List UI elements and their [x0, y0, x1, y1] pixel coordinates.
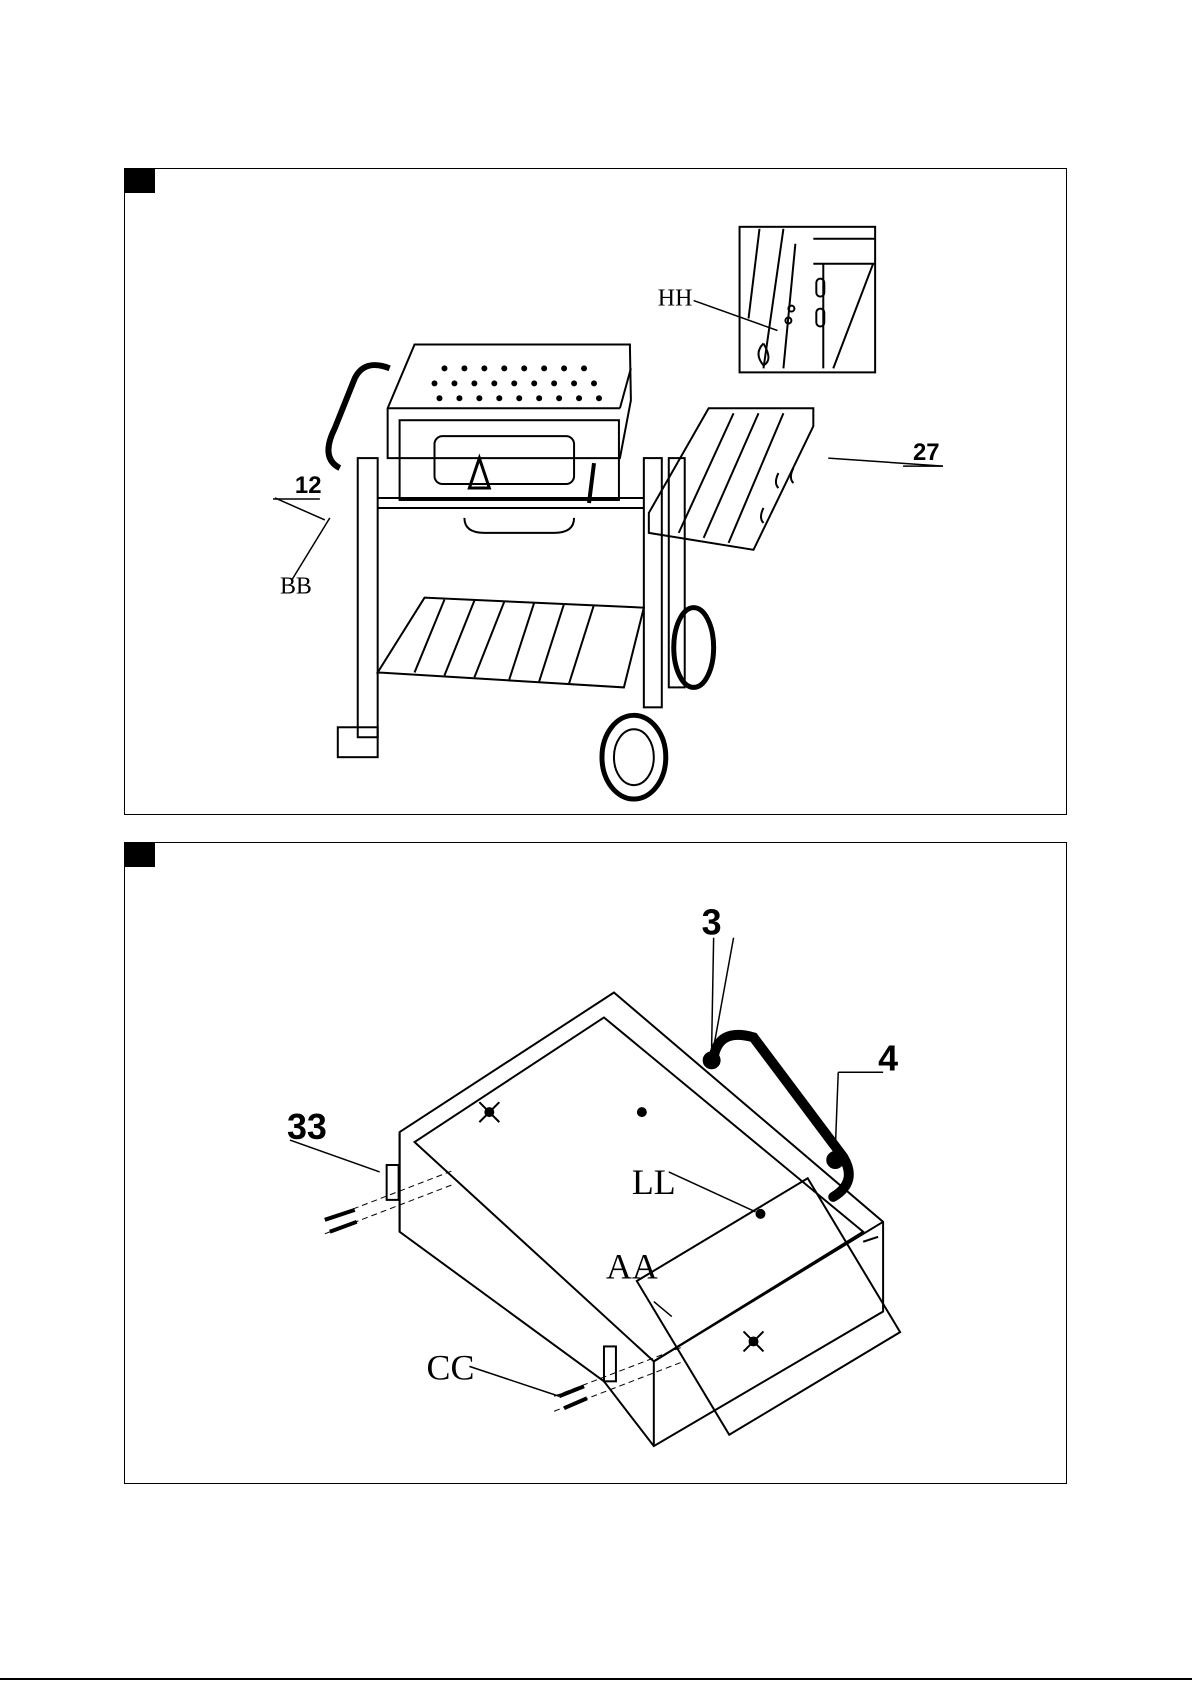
label-cc: CC [427, 1347, 475, 1387]
detail-inset-hh [740, 227, 876, 373]
handle-part-4 [714, 1035, 849, 1197]
assembly-step-2-panel: 3 4 33 LL AA CC [124, 842, 1067, 1484]
label-part-33: 33 [287, 1107, 327, 1147]
page-bottom-rule [0, 1678, 1192, 1680]
label-aa: AA [606, 1247, 658, 1287]
grate-holes [432, 365, 602, 401]
alignment-lines [325, 1170, 684, 1411]
label-part-4: 4 [878, 1038, 898, 1078]
bracket-part-33-upper [387, 1165, 399, 1200]
label-part-12: 12 [295, 472, 322, 499]
cart-frame [338, 458, 685, 757]
label-ll: LL [632, 1162, 676, 1202]
grill-cart-drawing: HH 12 BB 27 [125, 169, 1066, 814]
cart-wheels [602, 608, 714, 799]
label-bb: BB [280, 574, 312, 600]
label-part-27: 27 [913, 439, 940, 466]
side-shelf-27 [649, 408, 813, 550]
firebox-tray [400, 993, 901, 1447]
label-part-3: 3 [702, 903, 722, 943]
cart-side-handle [328, 365, 389, 468]
label-hh: HH [658, 286, 693, 312]
grill-firebox [388, 344, 631, 532]
firebox-assembly-drawing: 3 4 33 LL AA CC [125, 843, 1066, 1483]
assembly-step-1-panel: HH 12 BB 27 [124, 168, 1067, 815]
leader-lines [290, 938, 883, 1397]
